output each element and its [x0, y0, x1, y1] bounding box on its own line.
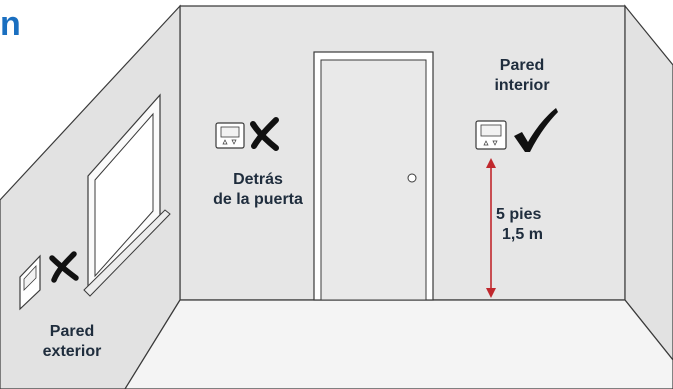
door	[313, 51, 434, 301]
label-exterior-wall-line1: Pared	[49, 323, 95, 340]
thermostat-behind-door-icon	[215, 122, 245, 149]
label-exterior-wall-line2: exterior	[42, 343, 102, 360]
label-interior-wall-line2: interior	[494, 77, 550, 94]
floor	[124, 299, 673, 389]
right-wall	[624, 4, 673, 361]
door-knob	[407, 173, 417, 183]
label-height-ft: 5 pies	[496, 206, 542, 223]
label-behind-door: Detrás de la puerta	[198, 170, 318, 210]
thermostat-interior-wall-icon	[475, 120, 507, 150]
cross-icon	[250, 117, 279, 151]
label-behind-door-line1: Detrás	[233, 171, 283, 188]
thermostat-exterior-wall-icon	[19, 254, 41, 311]
checkmark-icon	[514, 108, 558, 152]
height-dimension-arrow	[486, 158, 496, 298]
label-interior-wall: Pared interior	[477, 56, 567, 96]
label-behind-door-line2: de la puerta	[213, 191, 303, 208]
cross-icon	[49, 251, 79, 283]
label-exterior-wall: Pared exterior	[22, 322, 122, 362]
label-height: 5 pies 1,5 m	[496, 205, 566, 245]
label-height-m: 1,5 m	[502, 226, 543, 243]
label-interior-wall-line1: Pared	[499, 57, 545, 74]
window	[83, 93, 171, 297]
heading-fragment: n	[0, 5, 21, 43]
